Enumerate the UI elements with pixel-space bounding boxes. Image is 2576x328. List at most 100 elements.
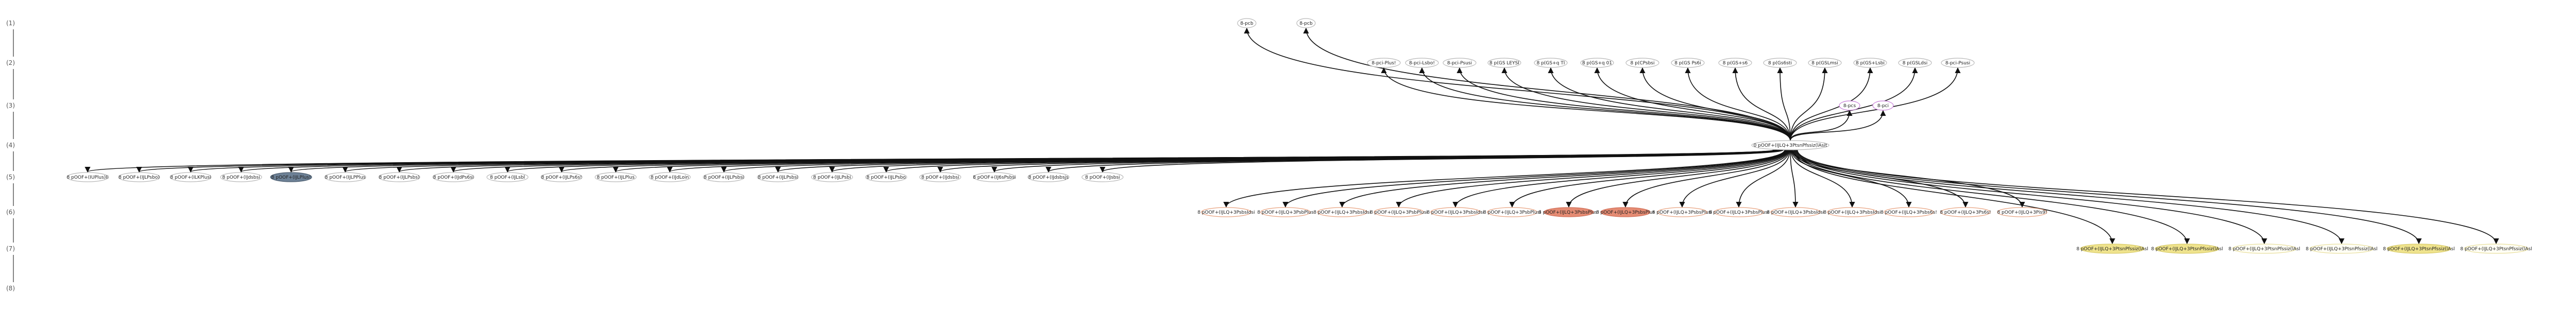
graph-node[interactable]: 0 pOOF+(IJLQ+3PtsnPfssiz(lAsit <box>1751 140 1829 150</box>
graph-node[interactable]: 8 pOOF+(IJsbsi <box>1081 172 1124 182</box>
node-label: 8 pOOF+(IJLQ+3PsbPlusi <box>1483 210 1541 215</box>
graph-node[interactable]: 8 pOOF+(IJLQ+3PsbsPlus <box>1596 207 1655 217</box>
edges <box>85 27 2499 245</box>
graph-node[interactable]: 8 pOOF+(IJLQ+3PtsnPfssiz(lAsl <box>2306 244 2378 254</box>
node-label: 8 pOOF+(IJLPsbsi <box>758 175 798 180</box>
node-shape <box>118 172 160 182</box>
graph-node[interactable]: 8 pOOF+(IJLQ+3PsbPlusi <box>1483 207 1541 217</box>
graph-node[interactable]: 8 pOOF+(IJLQ+3Pis9! <box>1997 207 2047 217</box>
graph-node[interactable]: 8-pci-Lsbo! <box>1405 58 1439 68</box>
graph-node[interactable]: 8 pOOF+(IJLPlus <box>595 172 637 182</box>
graph-node[interactable]: 8-pcb <box>1237 18 1257 28</box>
node-shape <box>1487 58 1521 68</box>
node-label: 8 pOOF+(IJLPlus! <box>272 175 311 180</box>
graph-node[interactable]: 8 pOOF+(IJLQ+3PsbsIdsi <box>1767 207 1824 217</box>
node-label: 8 pOOF+(IJLQ+3PsbPlus <box>1257 210 1314 215</box>
graph-node[interactable]: 8-pci-Psusi <box>1443 58 1477 68</box>
node-shape <box>595 172 637 182</box>
node-shape <box>270 172 312 182</box>
node-shape <box>2464 244 2529 254</box>
graph-node[interactable]: 8 pOOF+(IJLQ+3PsbsIdsi <box>1823 207 1881 217</box>
graph-node[interactable]: 8 pOOF+(IJLQ+3PsbPlus <box>1257 207 1314 217</box>
graph-node[interactable]: 8 pOOF+(IJdLoin <box>649 172 691 182</box>
graph-node[interactable]: 8 pOOF+(IJdsbsi <box>220 172 262 182</box>
node-shape <box>1027 172 1070 182</box>
graph-node[interactable]: 8 pOOF+(IJLQ+3PtsnPfssiz(lAsl <box>2228 244 2300 254</box>
graph-node[interactable]: 8 p(GS+Lsbi <box>1853 58 1887 68</box>
node-label: 8 p(GS+q TI <box>1537 61 1565 66</box>
graph-node[interactable]: 8-pci <box>1872 100 1894 111</box>
graph-node[interactable]: 8 pOOF+(IJ6sPsbsi <box>973 172 1016 182</box>
graph-node[interactable]: 8 pOOF+(IUPlus)Ii <box>66 172 109 182</box>
graph-node[interactable]: 8 p(GSLdsi <box>1898 58 1932 68</box>
node-shape <box>1201 207 1251 217</box>
node-label: 8 pOOF+(IJdsbsjs <box>1028 175 1069 180</box>
node-shape <box>432 172 474 182</box>
graph-node[interactable]: 8 p(GS+q TI <box>1534 58 1568 68</box>
graph-node[interactable]: 8 p(GS+s6 <box>1718 58 1752 68</box>
edge <box>1548 67 1791 141</box>
graph-node[interactable]: 8-pci-Psusi <box>1941 58 1975 68</box>
graph-node[interactable]: 8 pOOF+(IJLPsbsi <box>757 172 799 182</box>
node-label: 8 pOOF+(IJLQ+3PtsnPfssiz(lAsl <box>2306 247 2377 252</box>
edge <box>1790 149 1855 208</box>
node-label: 8 pOOF+(IJLQ+3PsbsPlusi <box>1652 210 1713 215</box>
graph-node[interactable]: 8 pOOF+(IJLQ+3PsbsIdsi <box>1427 207 1484 217</box>
graph-node[interactable]: 8 pOOF+(IJLQ+3PtsnPfssiz(lAsl <box>2383 244 2455 254</box>
graph-node[interactable]: 8 pOOF+(IJLQ+3PsbsPlus! <box>1538 207 1599 217</box>
node-shape <box>1237 18 1257 28</box>
node-label: 8-pcb <box>1299 21 1313 26</box>
edge <box>1452 149 1788 208</box>
graph-node[interactable]: 8 p(Gs6sti <box>1763 58 1797 68</box>
graph-node[interactable]: 8 p(GS LEYSI <box>1487 58 1521 68</box>
node-shape <box>2386 244 2451 254</box>
graph-node[interactable]: 8 pOOF+(IJdsbsjs <box>1027 172 1070 182</box>
graph-node[interactable]: 8-pcs <box>1839 100 1860 111</box>
level-label: (5) <box>6 174 15 181</box>
graph-node[interactable]: 8 pOOF+(IJLPsbo) <box>118 172 160 182</box>
graph-node[interactable]: 8 pOOF+(ILKPlusi <box>170 172 212 182</box>
graph-node[interactable]: 8-pcb <box>1296 18 1316 28</box>
graph-node[interactable]: 8 pOOF+(IJLQ+3PtsnPfssiz(lAsl <box>2460 244 2532 254</box>
graph-node[interactable]: 8 pOOF+(IJLPsbsi <box>703 172 745 182</box>
nodes: 0 pOOF+(IJLQ+3PtsnPfssiz(lAsit 8-pcb 8-pcb… <box>66 18 2532 254</box>
graph-node[interactable]: 8-pci-Plus! <box>1367 58 1401 68</box>
node-shape <box>1872 100 1894 111</box>
graph-node[interactable]: 8 p(GS+q 01 <box>1580 58 1614 68</box>
node-shape <box>1487 207 1537 217</box>
node-label: 8-pci <box>1877 103 1889 109</box>
graph-node[interactable]: 8 pOOF+(IJLQ+3PsbsIdsi <box>1197 207 1255 217</box>
edge <box>1797 149 2499 245</box>
edge <box>1736 149 1790 208</box>
graph-node[interactable]: 8 pOOF+(IJLPsbo <box>865 172 907 182</box>
graph-node[interactable]: 8 p(GSLmsi <box>1808 58 1842 68</box>
node-label: 8 p(CPsbsi <box>1631 61 1655 66</box>
node-label: 8 pOOF+(IJdLoin <box>651 175 689 180</box>
edge <box>1223 149 1785 208</box>
node-label: 8 pOOF+(IJsbsi <box>1085 175 1120 180</box>
graph-node[interactable]: 8 pOOF+(IJLPs6s! <box>540 172 583 182</box>
node-shape <box>973 172 1015 182</box>
graph-node[interactable]: 8 pOOF+(IJLQ+3PsbsPlusi <box>1652 207 1713 217</box>
graph-node[interactable]: 8 pOOF+(IJLQ+3Psbs6s! <box>1880 207 1937 217</box>
graph-node[interactable]: 8 pOOF+(IJLQ+3PsbPlusi <box>1370 207 1428 217</box>
graph-node[interactable]: 8 pOOF+(IJLsbl <box>486 172 529 182</box>
graph-node[interactable]: 8 pOOF+(IJLPlus! <box>270 172 312 182</box>
node-label: 8-pcs <box>1843 103 1856 109</box>
graph-node[interactable]: 8 pOOF+(IJdPs6si <box>432 172 474 182</box>
graph-node[interactable]: 8 pOOF+(IJLQ+3PtsnPfssiz(lAsl <box>2076 244 2148 254</box>
graph-node[interactable]: 8 pOOF+(IJLPPlus <box>324 172 366 182</box>
graph-node[interactable]: 8 pOOF+(IJLPsbi <box>811 172 853 182</box>
graph-node[interactable]: 8 p(CPsbsi <box>1625 58 1659 68</box>
node-shape <box>1081 172 1124 182</box>
graph-node[interactable]: 8 p(GS Ps6i <box>1671 58 1705 68</box>
graph-node[interactable]: 8 pOOF+(IJdsbsi <box>919 172 961 182</box>
graph-node[interactable]: 8 pOOF+(IJLQ+3PtsnPfssiz(lAsl <box>2151 244 2223 254</box>
node-label: 8 pOOF+(IJLQ+3PsbsIdsi <box>1767 210 1824 215</box>
graph-node[interactable]: 8 pOOF+(IJLQ+3PsbsPlusi <box>1709 207 1769 217</box>
graph-node[interactable]: 8 pOOF+(IJLQ+3PsbsIdsi <box>1313 207 1371 217</box>
graph-node[interactable]: 8 pOOF+(IJLQ+3Ps6s! <box>1940 207 1991 217</box>
level-label: (7) <box>6 245 15 252</box>
graph-node[interactable]: 8 pOOF+(IJLPsbs) <box>378 172 420 182</box>
